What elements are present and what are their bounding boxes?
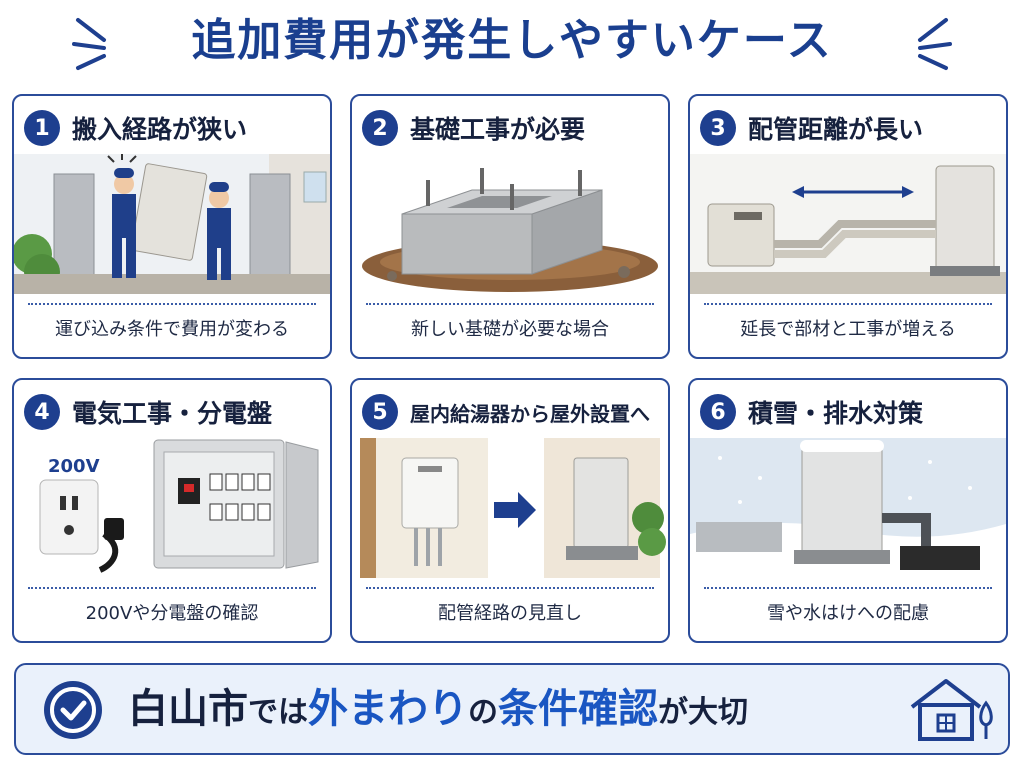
card-title: 基礎工事が必要: [410, 115, 586, 144]
card-caption: 新しい基礎が必要な場合: [411, 319, 609, 340]
card-divider: [366, 587, 654, 589]
check-circle-icon: [44, 681, 102, 739]
summary-banner: 白山市では外まわりの条件確認が大切: [14, 663, 1010, 755]
card-number: 2: [362, 110, 398, 146]
card-title: 屋内給湯器から屋外設置へ: [410, 401, 650, 426]
house-icon: [910, 679, 993, 741]
movers-carrying-unit-icon: [14, 154, 330, 294]
emphasis-lines-right-icon: [918, 18, 952, 70]
card-number: 1: [24, 110, 60, 146]
summary-particle-1: では: [248, 695, 308, 730]
summary-highlight-1: 外まわり: [308, 686, 468, 732]
card-header: 3 配管距離が長い: [700, 106, 998, 150]
page-title: 追加費用が発生しやすいケース: [191, 15, 833, 66]
card-caption: 運び込み条件で費用が変わる: [55, 319, 289, 340]
card-number: 3: [700, 110, 736, 146]
card-caption: 配管経路の見直し: [438, 603, 582, 624]
card-divider: [704, 303, 992, 305]
card-number: 4: [24, 394, 60, 430]
card-number: 6: [700, 394, 736, 430]
card-header: 1 搬入経路が狭い: [24, 106, 322, 150]
concrete-foundation-icon: [362, 168, 658, 292]
case-card-1: 1 搬入経路が狭い 運び込み条件で費用が変わる: [12, 94, 332, 359]
card-caption: 延長で部材と工事が増える: [740, 319, 956, 340]
case-card-3: 3 配管距離が長い 延長で部材と工事が増える: [688, 94, 1008, 359]
summary-city: 白山市: [128, 686, 248, 732]
card-divider: [28, 587, 316, 589]
card-number: 5: [362, 394, 398, 430]
case-card-5: 5 屋内給湯器から屋外設置へ 配管経路の見直し: [350, 378, 670, 643]
card-divider: [704, 587, 992, 589]
card-title: 配管距離が長い: [748, 115, 924, 144]
breaker-panel-icon: [39, 439, 319, 573]
long-piping-icon: [690, 154, 1006, 294]
card-caption: 200Vや分電盤の確認: [85, 603, 259, 624]
summary-particle-2: の: [468, 695, 498, 730]
summary-highlight-2: 条件確認: [498, 686, 658, 732]
card-header: 6 積雪・排水対策: [700, 390, 998, 434]
card-header: 4 電気工事・分電盤: [24, 390, 322, 434]
case-card-2: 2 基礎工事が必要 新しい基礎が必要な場合: [350, 94, 670, 359]
snow-drain-icon: [690, 438, 1006, 578]
summary-ending: が大切: [658, 695, 748, 730]
card-title: 電気工事・分電盤: [72, 399, 273, 428]
card-divider: [28, 303, 316, 305]
indoor-to-outdoor-icon: [360, 438, 666, 578]
case-card-4: 4 電気工事・分電盤 200V 200Vや分電盤の確認: [12, 378, 332, 643]
card-caption: 雪や水はけへの配慮: [767, 603, 929, 624]
summary-text: 白山市では外まわりの条件確認が大切: [128, 665, 748, 753]
card-title: 積雪・排水対策: [748, 399, 924, 428]
voltage-label: 200V: [48, 456, 100, 477]
card-divider: [366, 303, 654, 305]
card-title: 搬入経路が狭い: [72, 115, 248, 144]
card-header: 5 屋内給湯器から屋外設置へ: [362, 390, 660, 434]
case-card-6: 6 積雪・排水対策 雪や水はけへの配慮: [688, 378, 1008, 643]
card-header: 2 基礎工事が必要: [362, 106, 660, 150]
emphasis-lines-left-icon: [72, 18, 106, 70]
